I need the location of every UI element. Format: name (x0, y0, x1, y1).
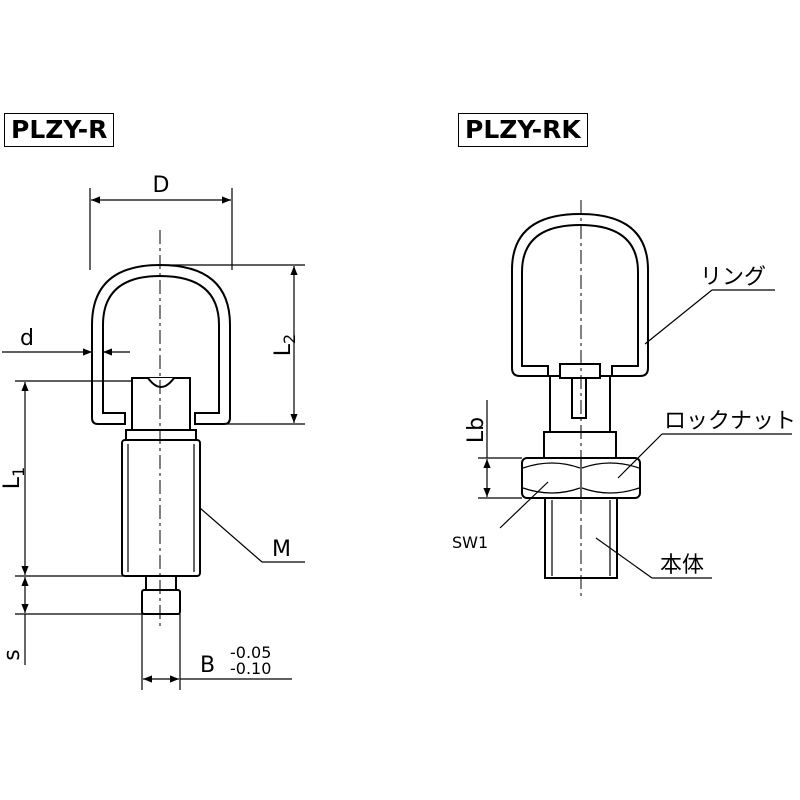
slot (571, 377, 587, 419)
label-L2: L2 (271, 334, 299, 356)
plzy-r-drawing: D d L2 L1 s B -0.05 -0.10 (0, 173, 305, 690)
neck-rk (543, 431, 617, 459)
leader-body (595, 537, 653, 579)
plunger-notch (147, 377, 175, 388)
pin-tip (141, 589, 181, 615)
leader-M (199, 507, 263, 563)
label-L1: L1 (0, 467, 28, 489)
cross-pin (559, 363, 601, 379)
label-locknut: ロックナット (664, 409, 796, 434)
left-title: PLZY-R (4, 113, 115, 147)
label-d: d (20, 326, 34, 351)
label-D: D (153, 173, 170, 198)
leader-locknut (617, 433, 663, 479)
pin-body (121, 439, 201, 577)
label-B-tol-upper: -0.05 (230, 643, 271, 662)
pin-neck (145, 575, 177, 591)
label-Lb: Lb (464, 417, 489, 443)
label-body: 本体 (660, 553, 704, 578)
right-title: PLZY-RK (458, 113, 588, 147)
label-M: M (272, 537, 291, 562)
plzy-rk-drawing: Lb リング ロックナット SW1 本体 (452, 200, 796, 600)
label-B: B (200, 653, 215, 678)
label-SW1: SW1 (452, 533, 488, 552)
label-B-tol-lower: -0.10 (230, 659, 271, 678)
leader-SW1 (499, 481, 549, 529)
label-ring: リング (700, 265, 766, 290)
label-s: s (0, 649, 25, 660)
leader-ring (644, 289, 713, 345)
ring-shape-rk (511, 212, 649, 377)
